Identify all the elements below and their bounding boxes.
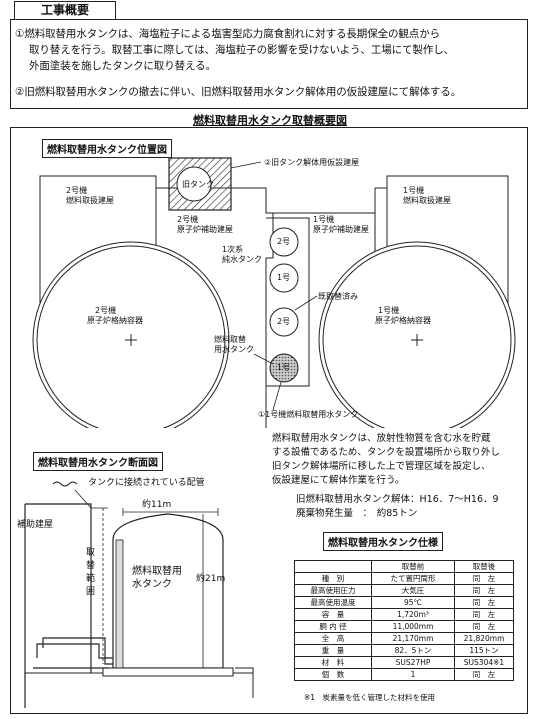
spec-cell: 95℃ [371, 596, 455, 609]
spec-box-title: 燃料取替用水タンク仕様 [323, 532, 443, 551]
summary-item2: ②旧燃料取替用水タンクの撤去に伴い、旧燃料取替用水タンク解体用の仮設建屋にて解体… [15, 86, 462, 98]
description-line3: 旧タンク解体場所に移した上で管理区域を設定し、 [272, 461, 491, 472]
range-char-3: 範 [86, 574, 96, 584]
range-char-1: 取 [86, 548, 96, 558]
spec-header-cell: 取替前 [371, 560, 455, 573]
spec-cell: 材 料 [294, 656, 372, 669]
summary-item1-line3: 外面塗装を施したタンクに取り替える。 [29, 60, 216, 72]
spec-table: 取替前 取替後 種 別たて置円筒形同 左 最高使用圧力大気圧同 左 最高使用温度… [294, 560, 514, 681]
tank-no2b-label: 2号 [277, 317, 291, 326]
spec-cell: 82．5トン [371, 644, 455, 657]
spec-cell: 重 量 [294, 644, 372, 657]
pipe-label: タンクに接続されている配管 [88, 478, 205, 488]
spec-header-cell [294, 560, 372, 573]
spec-cell: 個 数 [294, 668, 372, 681]
rwst-label-line2: 用水タンク [214, 345, 254, 354]
spec-note: ※1 炭素量を低く管理した材料を使用 [304, 693, 436, 702]
spec-cell: 胴 内 径 [294, 620, 372, 633]
spec-cell: SUS304※1 [454, 656, 514, 669]
spec-cell: 最高使用温度 [294, 596, 372, 609]
spec-cell: 1 [371, 668, 455, 681]
table-row: 最高使用圧力大気圧同 左 [294, 584, 514, 597]
unit1-rwst-label: ①1号機燃料取替用水タンク [258, 410, 359, 419]
summary-item1-line1: ①燃料取替用水タンクは、海塩粒子による塩害型応力腐食割れに対する長期保全の観点か… [15, 28, 440, 40]
unit2-aux-bldg-line1: 2号機 [177, 215, 199, 224]
description-line4: 仮設建屋にて解体作業を行う。 [272, 475, 405, 486]
spec-cell: SUS27HP [371, 656, 455, 669]
unit1-containment-line2: 原子炉格納容器 [375, 316, 431, 325]
spec-header-row: 取替前 取替後 [294, 560, 514, 573]
dismantle-period: 旧燃料取替用水タンク解体：H16．7～H16．9 [296, 494, 499, 505]
unit2-fuel-bldg-line1: 2号機 [66, 186, 88, 195]
section-title: 工事概要 [14, 1, 116, 20]
section-diagram [24, 481, 254, 708]
figure-title: 燃料取替用水タンク取替概要図 [193, 114, 347, 127]
width-label: 約11m [142, 500, 172, 510]
location-diagram [32, 157, 516, 428]
spec-cell: 容 量 [294, 608, 372, 621]
spec-cell: 最高使用圧力 [294, 584, 372, 597]
table-row: 種 別たて置円筒形同 左 [294, 572, 514, 585]
tank-no2-label: 2号 [277, 237, 291, 246]
old-tank-label: 旧タンク [182, 180, 214, 189]
description-line2: する設備であるため、タンクを設置場所から取り外し [272, 447, 500, 458]
primary-tank-line2: 純水タンク [222, 255, 262, 264]
unit2-aux-bldg-line2: 原子炉補助建屋 [177, 225, 233, 234]
replaced-label: 既取替済み [318, 292, 358, 301]
spec-cell: 21,170mm [371, 632, 455, 645]
figure-frame [10, 127, 528, 714]
spec-cell: 同 左 [454, 572, 514, 585]
spec-cell: 全 高 [294, 632, 372, 645]
unit2-fuel-bldg-line2: 燃料取扱建屋 [66, 196, 114, 205]
waste-amount: 廃棄物発生量 ： 約85トン [296, 508, 418, 519]
summary-box: ①燃料取替用水タンクは、海塩粒子による塩害型応力腐食割れに対する長期保全の観点か… [10, 19, 528, 109]
unit1-aux-bldg-line1: 1号機 [313, 215, 335, 224]
spec-cell: たて置円筒形 [371, 572, 455, 585]
spec-cell: 21,820mm [454, 632, 514, 645]
unit1-fuel-bldg-line2: 燃料取扱建屋 [403, 196, 451, 205]
temp-building-label: ②旧タンク解体用仮設建屋 [264, 158, 360, 167]
unit2-containment-line2: 原子炉格納容器 [87, 316, 143, 325]
unit1-containment-line1: 1号機 [378, 306, 400, 315]
tank-label-line2: 水タンク [132, 579, 172, 590]
spec-cell: 種 別 [294, 572, 372, 585]
spec-cell: 11,000mm [371, 620, 455, 633]
aux-bldg-label: 補助建屋 [17, 520, 54, 530]
spec-cell: 同 左 [454, 596, 514, 609]
section-box-title: 燃料取替用水タンク断面図 [33, 452, 163, 471]
spec-cell: 同 左 [454, 584, 514, 597]
spec-cell: 同 左 [454, 668, 514, 681]
unit1-fuel-bldg-line1: 1号機 [403, 186, 425, 195]
rwst-label-line1: 燃料取替 [214, 335, 246, 344]
spec-header-cell: 取替後 [454, 560, 514, 573]
tank-label-line1: 燃料取替用 [132, 566, 182, 577]
height-label: 約21m [196, 574, 226, 584]
location-box-title: 燃料取替用水タンク位置図 [42, 139, 172, 158]
spec-cell: 1,720m³ [371, 608, 455, 621]
spec-cell: 同 左 [454, 620, 514, 633]
tank-no1-new-label: 1号 [277, 363, 291, 372]
spec-cell: 115トン [454, 644, 514, 657]
spec-cell: 大気圧 [371, 584, 455, 597]
range-char-4: 囲 [86, 587, 96, 597]
spec-cell: 同 左 [454, 608, 514, 621]
unit1-aux-bldg-line2: 原子炉補助建屋 [313, 225, 369, 234]
primary-tank-line1: 1次系 [222, 245, 244, 254]
range-char-2: 替 [86, 561, 96, 571]
description-line1: 燃料取替用水タンクは、放射性物質を含む水を貯蔵 [272, 433, 491, 444]
summary-item1-line2: 取り替えを行う。取替工事に際しては、海塩粒子の影響を受けないよう、工場にて製作し… [29, 44, 455, 56]
tank-no1-label: 1号 [277, 273, 291, 282]
unit2-containment-line1: 2号機 [95, 306, 117, 315]
